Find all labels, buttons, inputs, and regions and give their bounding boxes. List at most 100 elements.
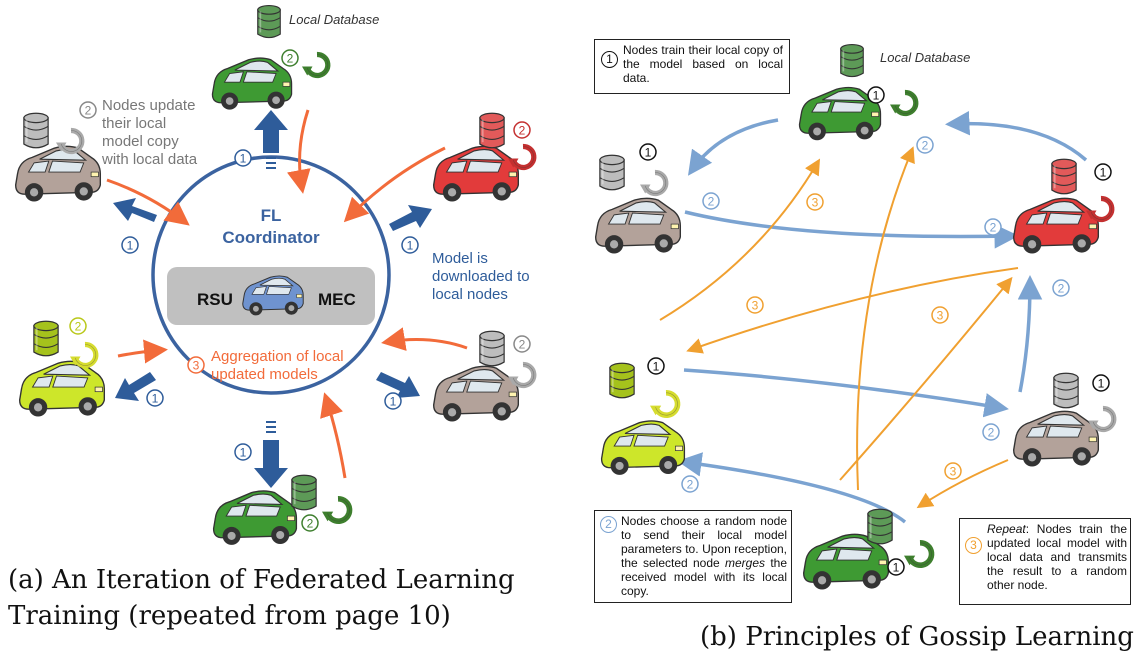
update-line4: with local data xyxy=(101,151,198,168)
upload-arrows xyxy=(106,109,468,479)
svg-text:3: 3 xyxy=(752,299,759,313)
db-b-top xyxy=(839,43,865,78)
badge-2-right-bottom: 2 xyxy=(513,335,531,353)
download-line3: local nodes xyxy=(432,286,508,303)
mec-label: MEC xyxy=(318,290,356,309)
legend-step2-text: Nodes choose a random node to send their… xyxy=(621,514,788,598)
svg-text:1: 1 xyxy=(152,392,159,406)
badge-1-top: 1 xyxy=(234,149,252,167)
cycle-b-left-lime-icon xyxy=(650,393,678,415)
svg-text:2: 2 xyxy=(519,124,526,138)
svg-text:2: 2 xyxy=(1058,282,1065,296)
download-arrow-top xyxy=(254,110,288,153)
badge-b1-top: 1 xyxy=(867,86,885,104)
download-arrows xyxy=(113,110,432,488)
upload-arrow-right-top xyxy=(343,146,446,223)
db-b-right-taupe xyxy=(1052,372,1080,409)
badge-1-right-top: 1 xyxy=(401,236,419,254)
svg-text:1: 1 xyxy=(1098,377,1105,391)
cycle-a-left-bottom-icon xyxy=(70,344,96,365)
db-b-bottom xyxy=(866,508,894,545)
svg-text:1: 1 xyxy=(240,446,247,460)
badge-2-left-bottom: 2 xyxy=(69,317,87,335)
car-a-left-bottom-lime xyxy=(18,360,106,418)
cycle-b-bottom-icon xyxy=(904,543,932,565)
step2-update-label: 2 Nodes update their local model copy wi… xyxy=(79,97,198,168)
download-arrow-right-top xyxy=(389,205,432,231)
coordinator-title-line2: Coordinator xyxy=(222,228,320,247)
send-arrow-taupe2-to-red xyxy=(1017,275,1043,393)
send-arrow-green-to-taupe xyxy=(687,118,779,176)
svg-text:2: 2 xyxy=(307,517,314,531)
upload-arrow-left-bottom xyxy=(117,339,168,364)
car-b-left-lime xyxy=(600,420,686,476)
db-a-left-top xyxy=(22,112,50,149)
svg-text:2: 2 xyxy=(287,52,294,66)
download-arrow-left-top xyxy=(113,198,157,222)
badge-1-bottom: 1 xyxy=(234,443,252,461)
svg-text:1: 1 xyxy=(390,395,397,409)
svg-text:1: 1 xyxy=(1100,166,1107,180)
upload-arrow-left-top xyxy=(106,178,190,226)
cycle-a-right-bottom-icon xyxy=(508,364,534,385)
download-line1: Model is xyxy=(432,250,488,267)
svg-text:2: 2 xyxy=(687,478,694,492)
db-a-top xyxy=(256,4,282,39)
panel-a-federated-learning: FL Coordinator RSU MEC 3 Aggregation of … xyxy=(14,4,534,546)
cycle-b-top-icon xyxy=(890,92,916,113)
badge-1-right-bottom: 1 xyxy=(384,392,402,410)
panel-a-local-database-label: Local Database xyxy=(289,12,379,27)
repeat-arrow-1 xyxy=(659,158,821,321)
svg-text:2: 2 xyxy=(922,139,929,153)
download-arrow-ticks xyxy=(266,157,276,433)
svg-text:3: 3 xyxy=(937,309,944,323)
svg-text:2: 2 xyxy=(988,426,995,440)
car-a-bottom-green xyxy=(212,490,298,546)
svg-text:2: 2 xyxy=(990,221,997,235)
db-a-left-bottom xyxy=(32,320,60,357)
cycle-b-right-taupe-icon xyxy=(1088,408,1114,429)
db-b-left xyxy=(598,154,626,191)
caption-b: (b) Principles of Gossip Learning xyxy=(700,622,1134,652)
panel-b-gossip-learning: Local Database 2 2 2 2 2 2 xyxy=(594,43,1114,591)
repeat-arrow-5 xyxy=(856,146,915,491)
svg-text:1: 1 xyxy=(653,360,660,374)
download-line2: downloaded to xyxy=(432,268,530,285)
update-line1: Nodes update xyxy=(102,97,195,114)
upload-arrow-top xyxy=(286,109,311,194)
gossip-repeat-arrows xyxy=(659,146,1019,509)
panel-b-local-database-label: Local Database xyxy=(880,50,970,65)
svg-text:1: 1 xyxy=(893,561,900,575)
svg-text:3: 3 xyxy=(950,465,957,479)
update-line2: their local xyxy=(102,115,166,132)
badge-b1-right-taupe: 1 xyxy=(1092,374,1110,392)
gossip-step2-badges: 2 2 2 2 2 2 xyxy=(681,136,1070,493)
legend-step2-box: 2 Nodes choose a random node to send the… xyxy=(594,510,792,603)
cycle-b-right-icon xyxy=(1086,198,1112,219)
car-b-right-red xyxy=(1012,197,1100,255)
badge-1-left-bottom: 1 xyxy=(146,389,164,407)
db-a-bottom xyxy=(290,474,318,511)
download-arrow-left-bottom xyxy=(115,372,156,401)
badge-2-right-top: 2 xyxy=(513,121,531,139)
send-arrow-red-to-green xyxy=(945,110,1088,162)
legend-step1-text: Nodes train their local copy of the mode… xyxy=(623,43,783,85)
step3-badge-text: 3 xyxy=(193,359,200,373)
aggregation-line1: Aggregation of local xyxy=(211,348,344,365)
db-b-left-lime xyxy=(608,362,636,399)
legend-step3-box: 3 Repeat: Nodes train the updated local … xyxy=(959,518,1131,605)
repeat-arrow-4 xyxy=(916,459,1009,509)
svg-text:1: 1 xyxy=(127,239,134,253)
repeat-arrow-3 xyxy=(839,276,1013,481)
caption-a-line2: Training (repeated from page 10) xyxy=(8,601,451,631)
car-b-right-taupe xyxy=(1012,410,1100,468)
badge-2-top: 2 xyxy=(281,49,299,67)
legend-step3-text: Repeat: Nodes train the updated local mo… xyxy=(987,522,1127,592)
repeat-arrow-2 xyxy=(686,267,1019,354)
download-arrow-right-bottom xyxy=(376,372,420,398)
gossip-step3-badges: 3 3 3 3 xyxy=(746,193,962,480)
aggregation-line2: updated models xyxy=(211,366,318,383)
legend-step1-box: 1 Nodes train their local copy of the mo… xyxy=(594,39,790,94)
step1-badges: 1 1 1 1 1 1 xyxy=(121,149,419,461)
